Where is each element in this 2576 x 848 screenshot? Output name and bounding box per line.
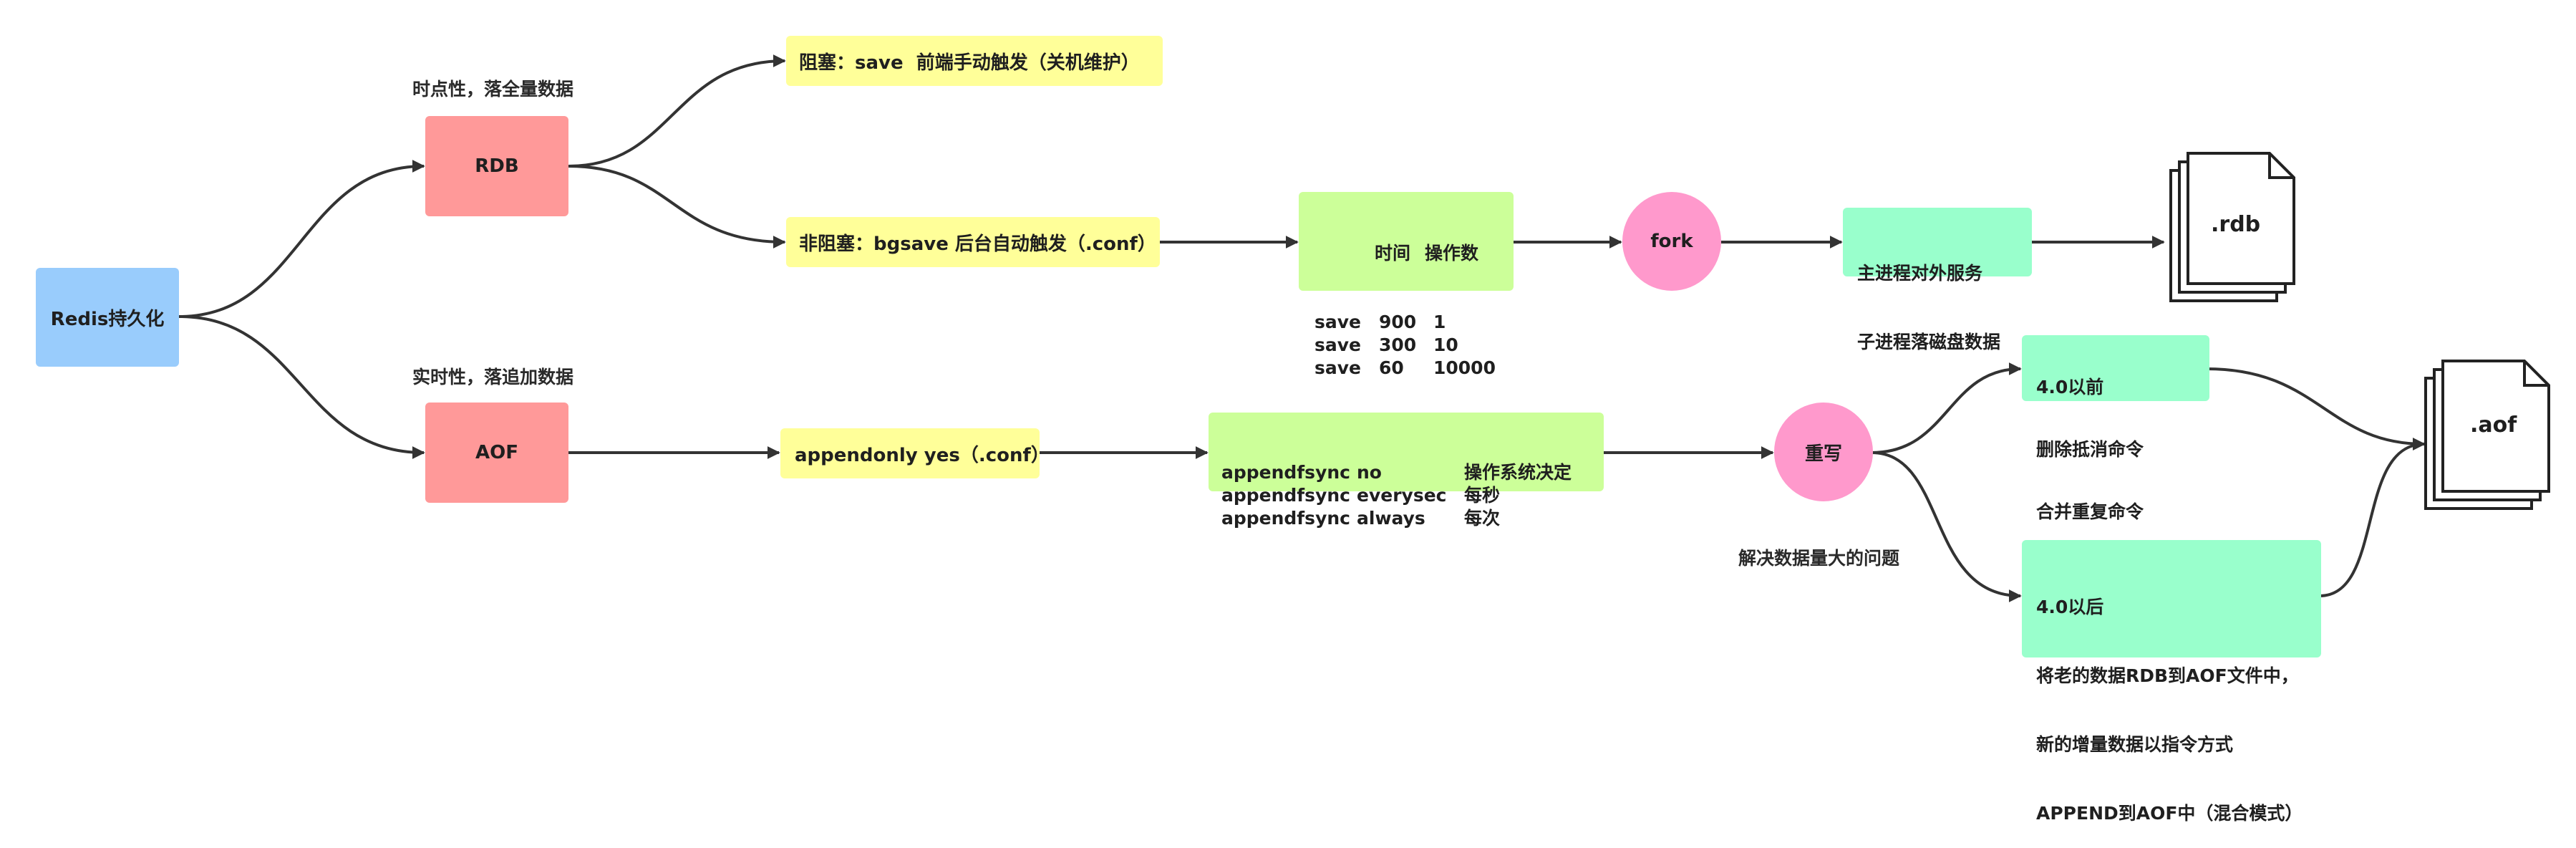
save-config-header-ops: 操作数 (1425, 243, 1479, 264)
connector-layer (178, 54, 2426, 602)
blocking-save-label: 阻塞：save 前端手动触发（关机维护） (799, 52, 1140, 74)
edge-rdb-to-blocking (568, 54, 786, 168)
rewrite-label: 重写 (1804, 443, 1842, 465)
nonblocking-bgsave-node: 非阻塞：bgsave 后台自动触发（.conf） (786, 217, 1160, 267)
aof-caption: 实时性，落追加数据 (412, 367, 574, 387)
save-config-header: 时间 操作数 (1314, 242, 1514, 265)
save-row-1-ops: 1 (1433, 312, 1446, 332)
process-node: 主进程对外服务 子进程落磁盘数据 (1843, 208, 2032, 352)
edge-root-to-rdb (178, 160, 425, 318)
process-line-main: 主进程对外服务 (1857, 263, 1983, 284)
rdb-file-label: .rdb (2211, 212, 2261, 237)
appendonly-node: appendonly yes（.conf） (780, 428, 1050, 478)
aof-file-stack-graphic (2424, 360, 2550, 510)
save-config-rows: save 900 1 save 300 10 save 60 10000 (1314, 311, 1514, 380)
aof-node: AOF (425, 403, 568, 503)
rdb-node: RDB (425, 116, 568, 216)
fsync-row-3-cmd: appendfsync (1221, 508, 1350, 529)
save-config-header-time: 时间 (1375, 243, 1411, 264)
appendfsync-node: appendfsync no 操作系统决定 appendfsync everys… (1209, 413, 1604, 529)
edge-rdb-to-nonblocking (568, 165, 786, 249)
blocking-save-node: 阻塞：save 前端手动触发（关机维护） (786, 36, 1163, 86)
rewrite-node: 重写 (1774, 403, 1873, 501)
after-line-2: 将老的数据RDB到AOF文件中， (2036, 665, 2299, 686)
fsync-row-3-desc: 每次 (1464, 508, 1501, 529)
aof-file-label: .aof (2470, 413, 2517, 438)
fsync-row-1-cmd: appendfsync (1221, 462, 1350, 483)
process-line-child: 子进程落磁盘数据 (1857, 332, 2001, 352)
save-row-1-seconds: 900 (1379, 312, 1417, 332)
before-4-0-node: 4.0以前 删除抵消命令 合并重复命令 (2022, 335, 2209, 522)
redis-persistence-label: Redis持久化 (50, 308, 165, 330)
save-row-3-ops: 10000 (1433, 357, 1496, 378)
aof-file-icon: .aof (2423, 358, 2552, 516)
appendfsync-rows: appendfsync no 操作系统决定 appendfsync everys… (1221, 461, 1604, 530)
edge-before-to-aof-file (2206, 367, 2426, 450)
fsync-row-3-mode: always (1357, 508, 1425, 529)
appendonly-label: appendonly yes（.conf） (795, 444, 1050, 466)
aof-label: AOF (475, 442, 518, 463)
fsync-row-1-mode: no (1357, 462, 1382, 483)
before-line-1: 4.0以前 (2036, 377, 2104, 398)
save-row-2-ops: 10 (1433, 334, 1458, 355)
rewrite-caption: 解决数据量大的问题 (1738, 548, 1900, 569)
save-row-3-seconds: 60 (1379, 357, 1404, 378)
edge-root-to-aof (178, 315, 425, 459)
after-line-3: 新的增量数据以指令方式 (2036, 734, 2234, 755)
save-row-2-cmd: save (1314, 334, 1362, 355)
before-line-2: 删除抵消命令 (2036, 439, 2144, 460)
redis-persistence-node: Redis持久化 (36, 268, 179, 367)
rdb-label: RDB (475, 155, 519, 177)
rdb-caption: 时点性，落全量数据 (412, 79, 574, 100)
before-line-3: 合并重复命令 (2036, 501, 2144, 522)
fsync-row-2-mode: everysec (1357, 485, 1447, 506)
rdb-file-icon: .rdb (2168, 150, 2297, 308)
edge-after-to-aof-file (2319, 438, 2426, 597)
fsync-row-1-desc: 操作系统决定 (1464, 462, 1572, 483)
fsync-row-2-cmd: appendfsync (1221, 485, 1350, 506)
rdb-file-stack-graphic (2169, 152, 2295, 302)
save-row-1-cmd: save (1314, 312, 1362, 332)
save-row-2-seconds: 300 (1379, 334, 1417, 355)
fsync-row-2-desc: 每秒 (1464, 485, 1501, 506)
edge-rewrite-to-before (1871, 362, 2022, 454)
after-line-4: APPEND到AOF中（混合模式） (2036, 803, 2303, 824)
save-config-node: 时间 操作数 save 900 1 save 300 10 save 60 10… (1299, 192, 1514, 378)
fork-node: fork (1622, 192, 1721, 291)
after-4-0-node: 4.0以后 将老的数据RDB到AOF文件中， 新的增量数据以指令方式 APPEN… (2022, 540, 2321, 824)
after-line-1: 4.0以后 (2036, 597, 2104, 617)
edge-rewrite-to-after (1871, 451, 2022, 602)
nonblocking-bgsave-label: 非阻塞：bgsave 后台自动触发（.conf） (799, 233, 1156, 255)
fork-label: fork (1650, 231, 1693, 252)
save-row-3-cmd: save (1314, 357, 1362, 378)
